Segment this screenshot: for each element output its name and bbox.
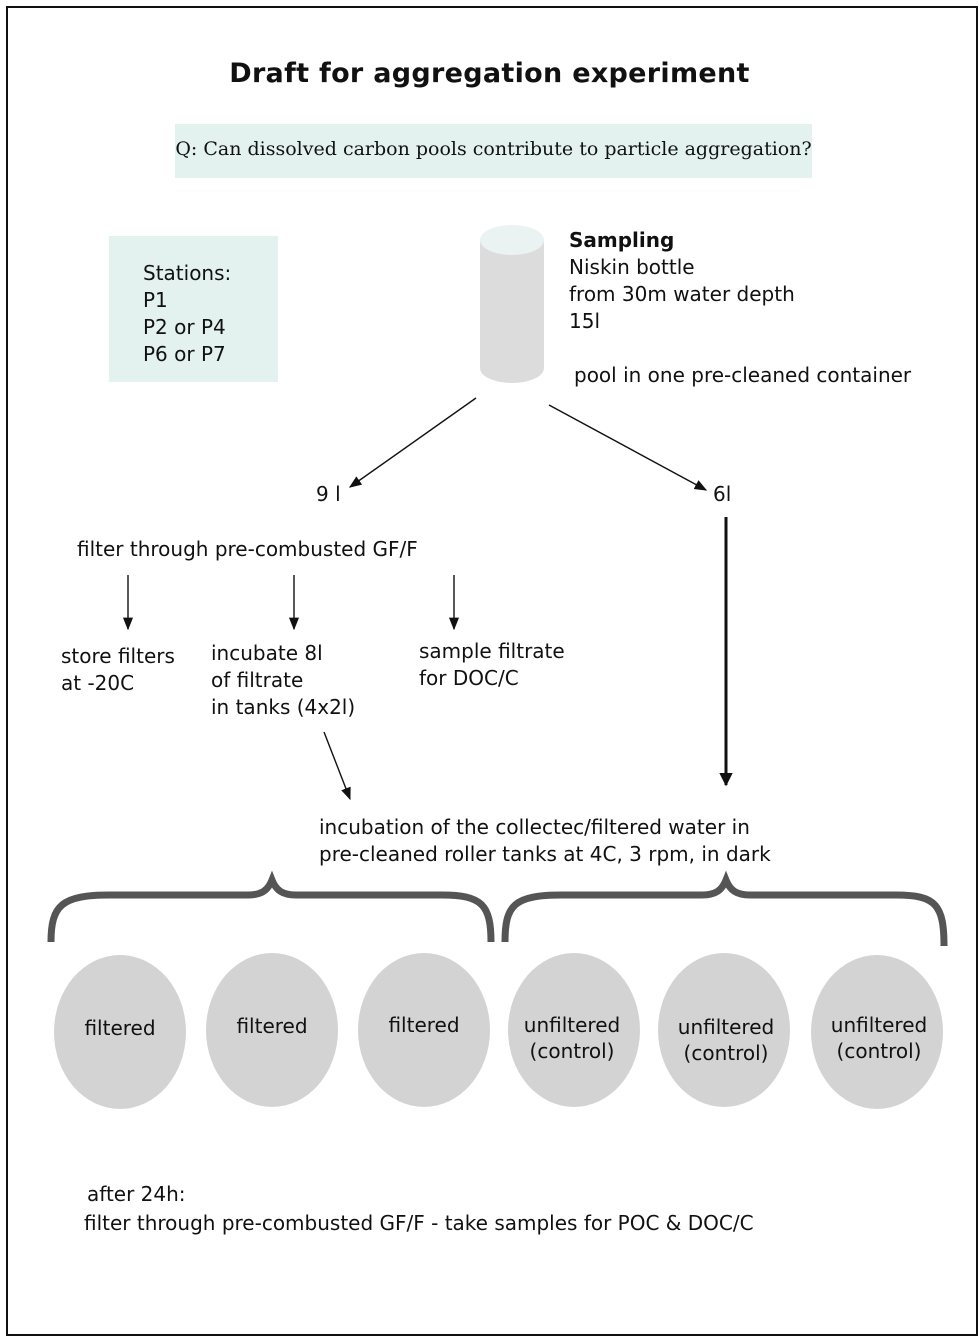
tank-label-line: unfiltered [523, 1013, 621, 1037]
branch-sample: sample filtrate for DOC/C [419, 638, 565, 692]
branch-incubate-line: of filtrate [211, 668, 304, 692]
station-item: P6 or P7 [143, 342, 226, 366]
incubation-line: pre-cleaned roller tanks at 4C, 3 rpm, i… [319, 842, 771, 866]
tank-label-line: (control) [683, 1041, 769, 1065]
tank-label-unfiltered-1: unfiltered (control) [506, 1012, 638, 1064]
tank-label-filtered-1: filtered [84, 1016, 156, 1040]
branch-incubate-line: incubate 8l [211, 641, 323, 665]
after-24h-label: after 24h: [87, 1182, 186, 1206]
brace-unfiltered [501, 870, 948, 947]
arrow-to-incubation [323, 731, 351, 801]
incubation-line: incubation of the collectec/filtered wat… [319, 815, 750, 839]
sampling-line: from 30m water depth [569, 282, 795, 306]
incubation-note: incubation of the collectec/filtered wat… [319, 814, 771, 868]
branch-store-line: store filters [61, 644, 175, 668]
research-question: Q: Can dissolved carbon pools contribute… [175, 138, 812, 160]
tank-filtered-3 [358, 953, 490, 1107]
sampling-block: Sampling Niskin bottle from 30m water de… [569, 227, 795, 335]
tank-unfiltered-1 [508, 953, 640, 1107]
tank-label-filtered-3: filtered [388, 1013, 460, 1037]
tank-filtered-1 [54, 955, 186, 1109]
tank-label-line: unfiltered [830, 1013, 928, 1037]
branch-incubate-line: in tanks (4x2l) [211, 695, 356, 719]
volume-right: 6l [713, 482, 732, 506]
branch-incubate: incubate 8l of filtrate in tanks (4x2l) [211, 640, 355, 721]
tank-label-line: unfiltered [677, 1015, 775, 1039]
tank-label-line: (control) [836, 1039, 922, 1063]
filter-step: filter through pre-combusted GF/F [77, 537, 418, 561]
brace-filtered [47, 870, 495, 943]
sampling-line: 15l [569, 309, 601, 333]
station-item: P1 [143, 288, 168, 312]
volume-left: 9 l [316, 482, 341, 506]
question-box [175, 124, 812, 178]
branch-store-line: at -20C [61, 671, 135, 695]
branch-sample-line: for DOC/C [419, 666, 519, 690]
stations-heading: Stations: [143, 261, 232, 285]
page-title: Draft for aggregation experiment [229, 58, 750, 89]
tank-label-unfiltered-3: unfiltered (control) [813, 1012, 945, 1064]
stations-list: Stations: P1 P2 or P4 P6 or P7 [143, 260, 231, 368]
niskin-bottle-icon [480, 225, 544, 383]
pool-note: pool in one pre-cleaned container [574, 363, 912, 387]
after-24h-instructions: filter through pre-combusted GF/F - take… [84, 1211, 754, 1235]
branch-store: store filters at -20C [61, 643, 175, 697]
tank-unfiltered-3 [811, 955, 943, 1109]
arrow-to-9l [348, 397, 477, 488]
sampling-heading: Sampling [569, 228, 675, 252]
tank-label-unfiltered-2: unfiltered (control) [660, 1014, 792, 1066]
branch-sample-line: sample filtrate [419, 639, 565, 663]
sampling-line: Niskin bottle [569, 255, 695, 279]
tank-label-filtered-2: filtered [236, 1014, 308, 1038]
station-item: P2 or P4 [143, 315, 226, 339]
arrow-to-6l [548, 404, 708, 491]
tank-filtered-2 [206, 953, 338, 1107]
tank-unfiltered-2 [658, 953, 790, 1107]
tank-label-line: (control) [529, 1039, 615, 1063]
stations-box [109, 236, 278, 382]
